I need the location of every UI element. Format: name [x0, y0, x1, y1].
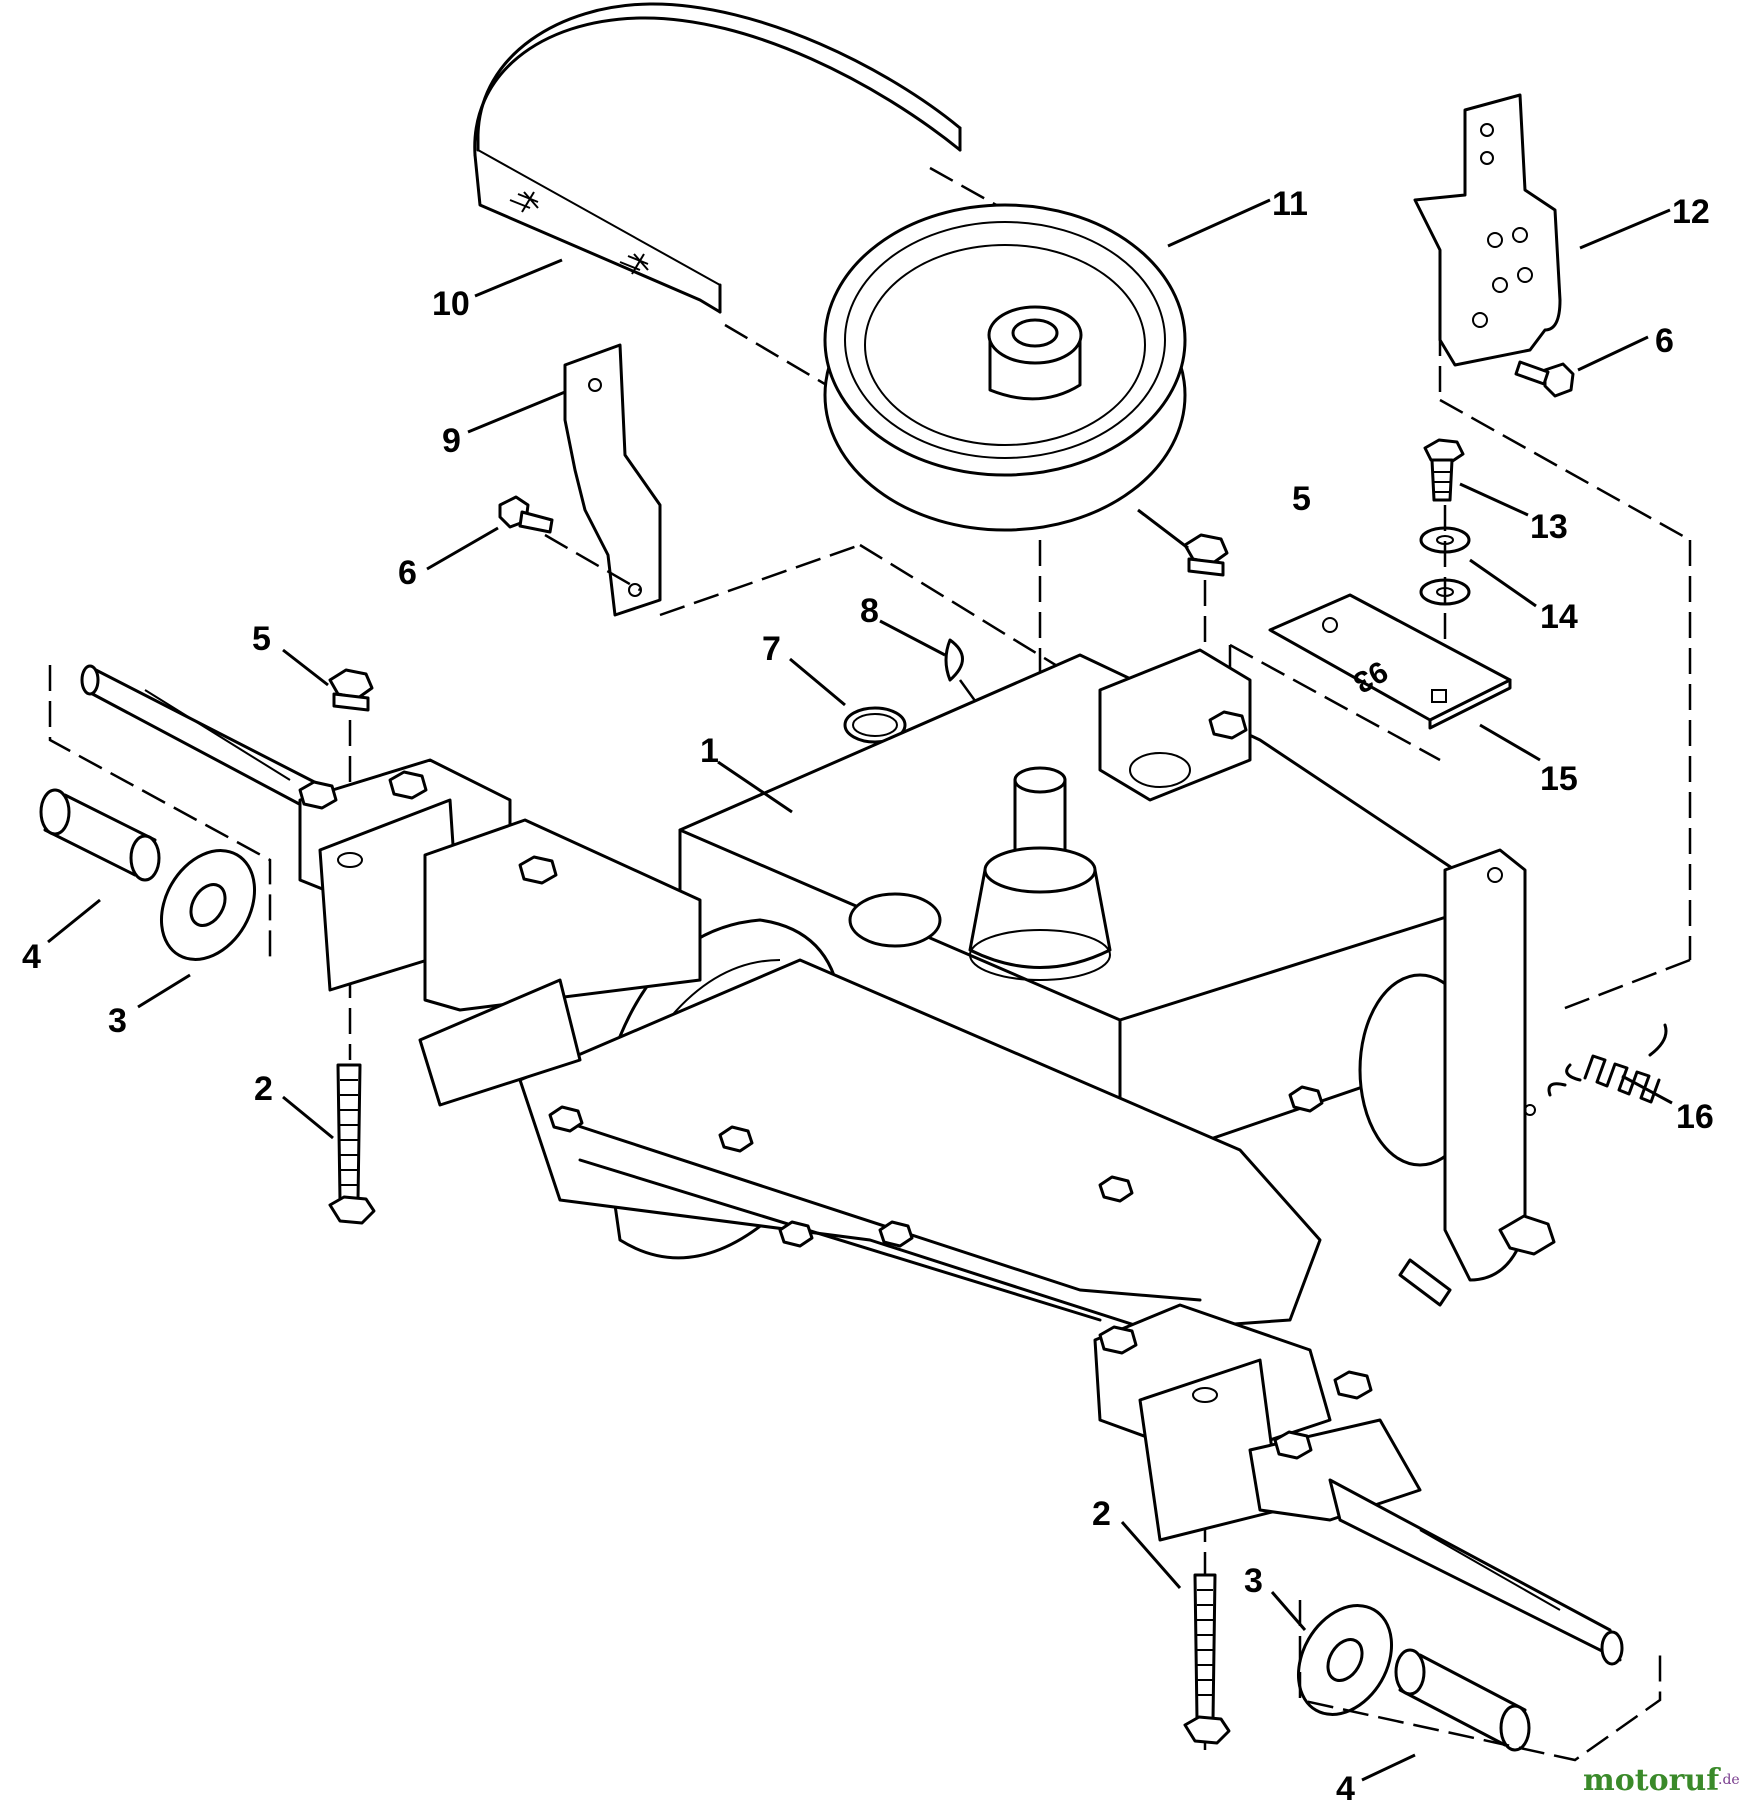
- pulley-part-11: [823, 203, 1187, 770]
- nut-part-5-right: [1183, 533, 1229, 577]
- watermark-brand: motoruf: [1583, 1763, 1721, 1798]
- callout-14: 14: [1540, 598, 1578, 636]
- callout-13: 13: [1530, 508, 1568, 546]
- right-axle-assembly: [1093, 1303, 1624, 1666]
- watermark-suffix: .de: [1718, 1772, 1740, 1788]
- callout-2a: 2: [254, 1070, 273, 1108]
- callout-8: 8: [860, 592, 879, 630]
- nut-part-5-left: [328, 668, 374, 712]
- bushing-part-4-right: [1394, 1648, 1531, 1752]
- snap-ring-part-7: [843, 706, 907, 744]
- callout-12: 12: [1672, 193, 1710, 231]
- callout-5b: 5: [1292, 480, 1311, 518]
- screw-part-6-right: [1514, 360, 1575, 398]
- callout-3b: 3: [1244, 1562, 1263, 1600]
- woodruff-key-part-8: [944, 638, 964, 682]
- washer-part-3-left: [159, 849, 257, 961]
- callout-6b: 6: [1655, 322, 1674, 360]
- callout-6a: 6: [398, 554, 417, 592]
- callout-10: 10: [432, 285, 470, 323]
- screw-part-6-left: [498, 495, 554, 534]
- leader-lines: [47, 198, 1673, 1782]
- callout-4b: 4: [1336, 1770, 1355, 1800]
- plate-part-15: 93: [1268, 593, 1512, 730]
- bushing-part-4-left: [39, 788, 161, 882]
- callout-1: 1: [700, 732, 719, 770]
- callout-5a: 5: [252, 620, 271, 658]
- spring-part-16: [1547, 1023, 1668, 1104]
- transaxle-housing-part-1: [518, 648, 1556, 1332]
- bracket-part-12: [1413, 93, 1692, 1012]
- callout-15: 15: [1540, 760, 1578, 798]
- callout-2b: 2: [1092, 1495, 1111, 1533]
- bolt-part-2-left: [328, 1063, 376, 1225]
- callout-4a: 4: [22, 938, 41, 976]
- callout-16: 16: [1676, 1098, 1714, 1136]
- motoruf-watermark-logo: motoruf .de: [1583, 1763, 1740, 1798]
- washer-part-3-right: [1296, 1604, 1394, 1716]
- bolt-part-2-right: [1183, 1573, 1231, 1745]
- callout-7: 7: [762, 630, 781, 668]
- callout-9: 9: [442, 422, 461, 460]
- bolt-part-13: [1423, 438, 1465, 502]
- bracket-part-9: [544, 343, 1081, 682]
- left-axle-assembly: [80, 664, 702, 1107]
- callout-11: 11: [1272, 185, 1308, 223]
- callouts: 1 2 2 3 3 4 4 5 5 6 6 7 8 9 10 11 12 13 …: [22, 185, 1714, 1800]
- callout-3a: 3: [108, 1002, 127, 1040]
